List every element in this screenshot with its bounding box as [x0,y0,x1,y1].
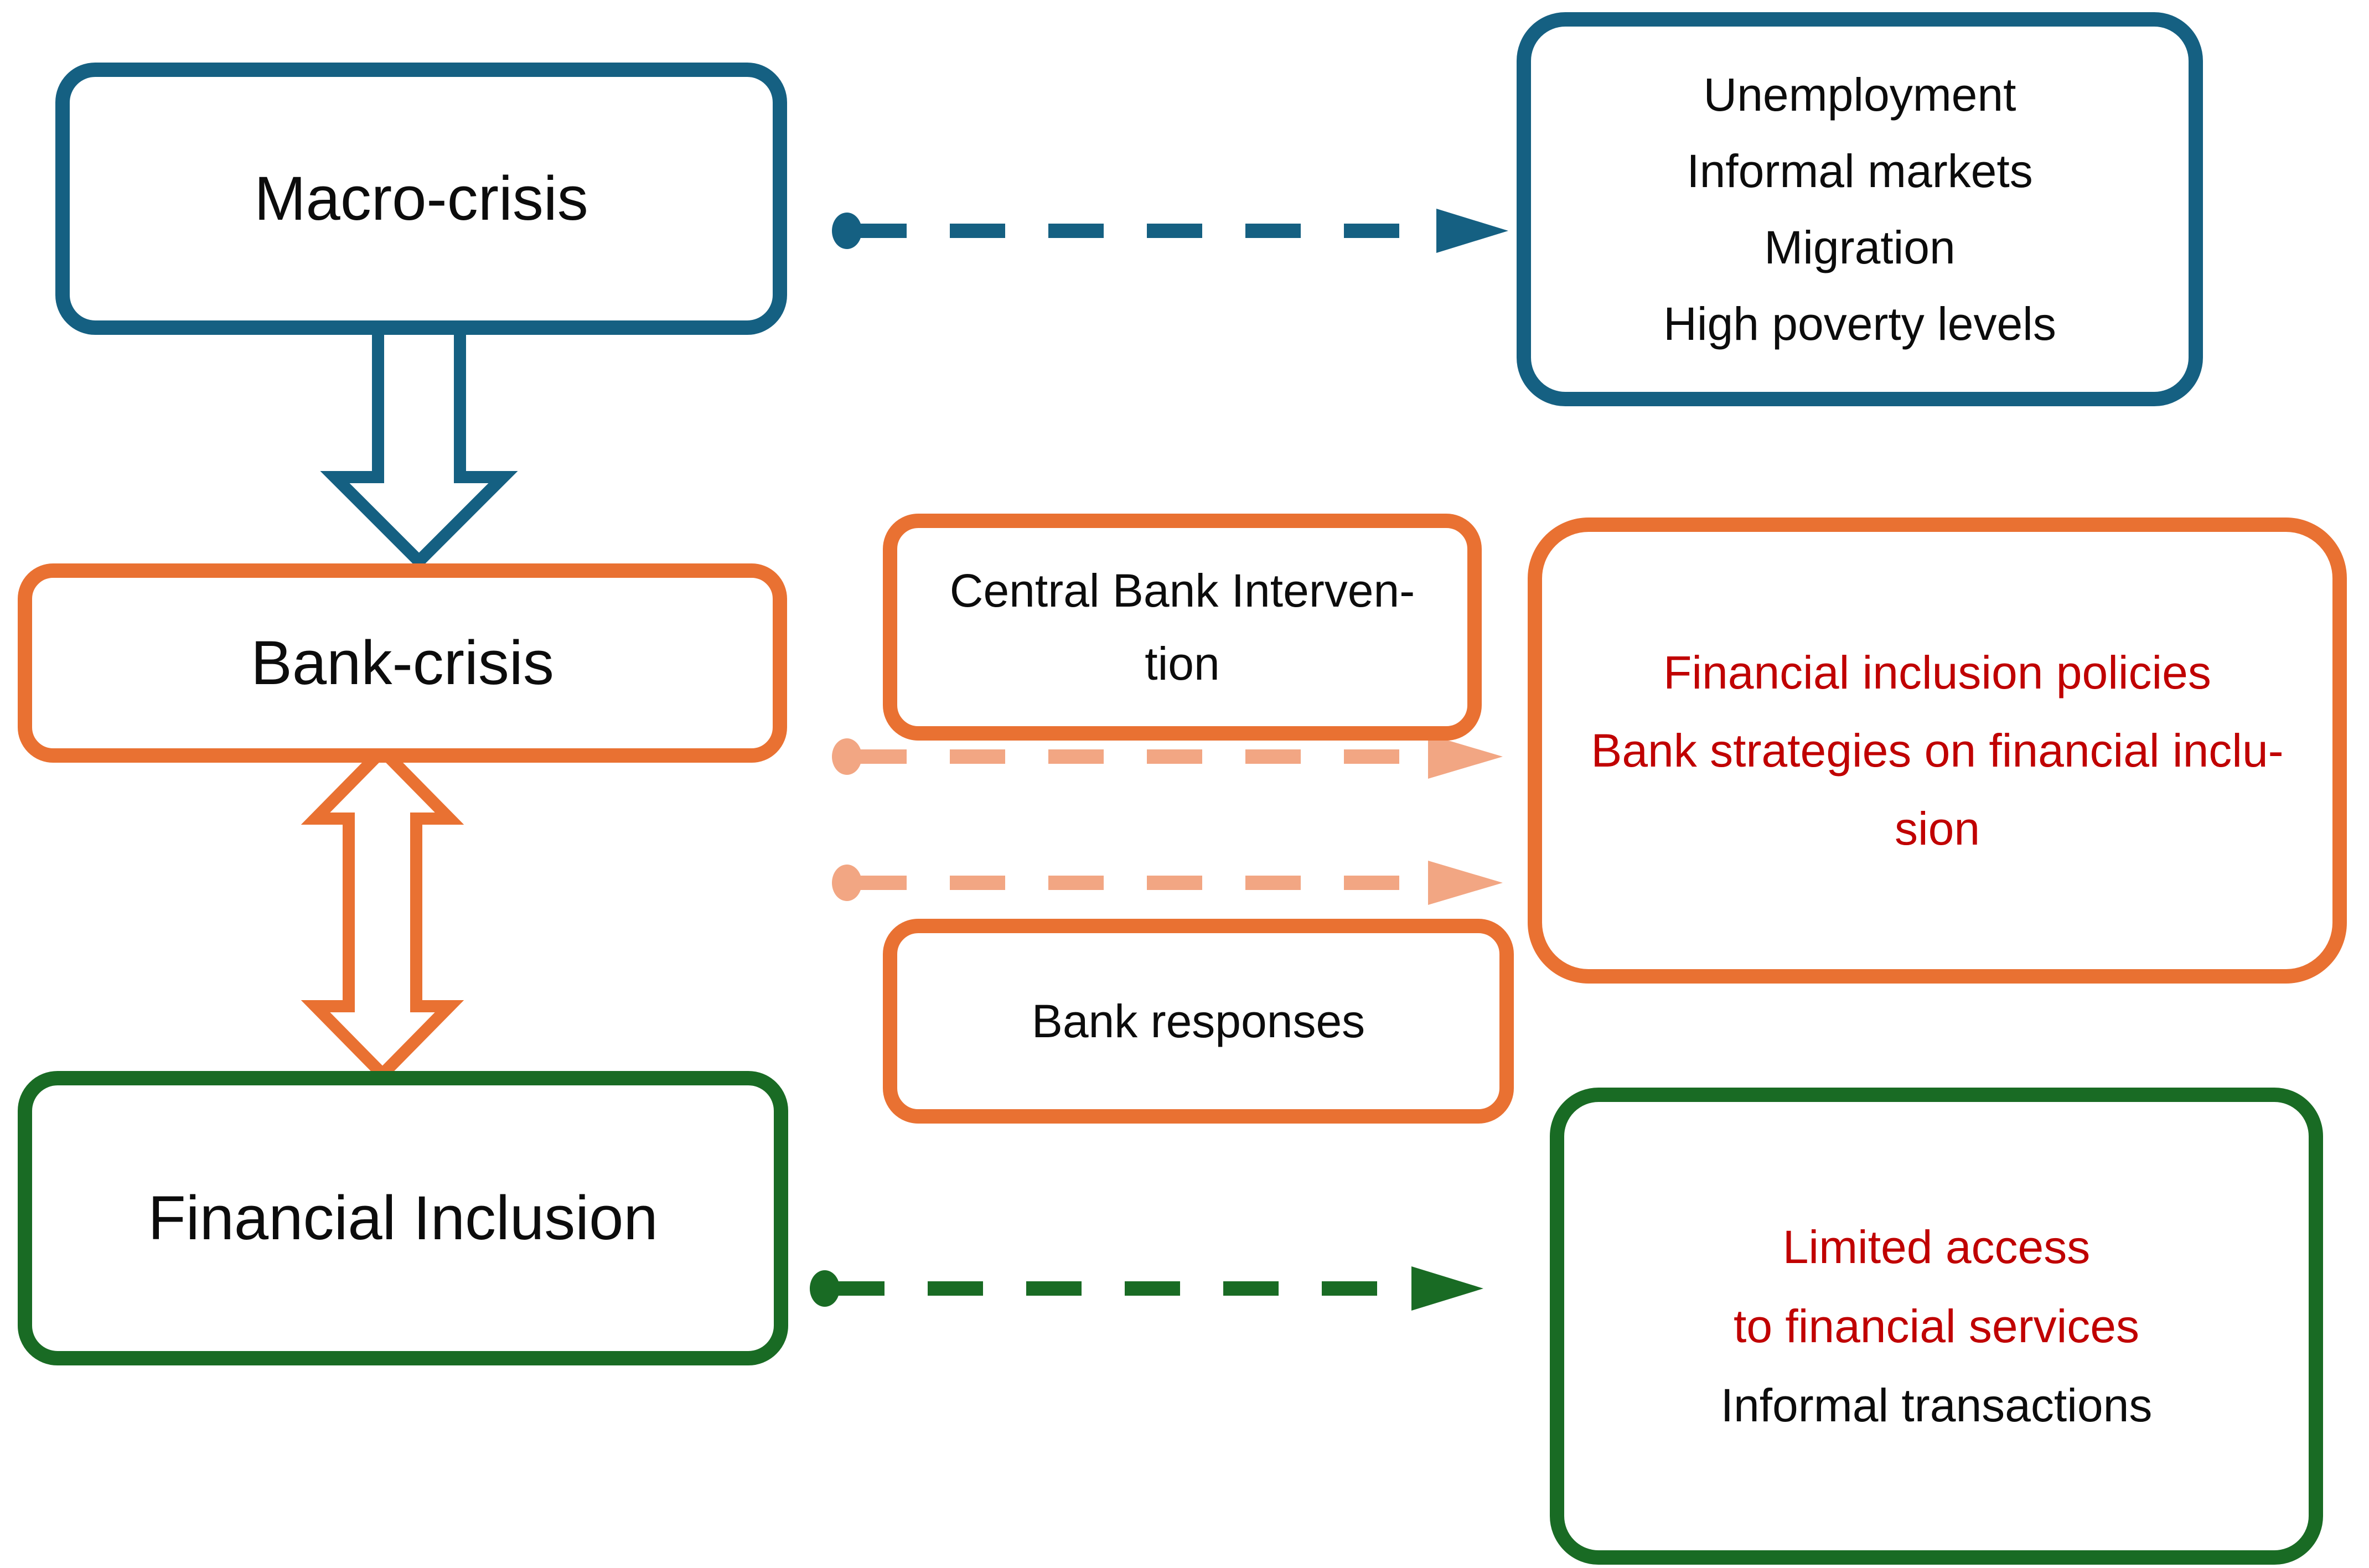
macro-crisis-label: Macro-crisis [254,164,588,233]
bank-responses-label: Bank responses [1031,995,1365,1047]
bank-responses-box: Bank responses [883,919,1514,1124]
cbi-line-1: Central Bank Interven- [949,565,1415,617]
effect-line-informal-markets: Informal markets [1687,145,2033,197]
financial-inclusion-box: Financial Inclusion [18,1071,788,1365]
arrow-start-dot [832,738,862,775]
inclusion-policies-box: Financial inclusion policies Bank strate… [1528,518,2347,984]
responses-to-policies-arrow [832,861,1503,905]
outcome-line-informal-transactions: Informal transactions [1720,1379,2153,1431]
intervention-to-policies-arrow [832,734,1503,779]
inclusion-to-outcomes-arrow [810,1266,1483,1311]
arrowhead [1411,1266,1483,1311]
arrowhead [1428,734,1503,779]
policy-line-3: sion [1894,802,1980,855]
outcome-line-limited-access: Limited access [1782,1220,2091,1273]
macro-to-effects-arrow [832,209,1508,253]
effect-line-migration: Migration [1764,221,1956,273]
bank-crisis-box: Bank-crisis [18,563,787,763]
bank-crisis-label: Bank-crisis [251,628,554,697]
outcome-line-financial-services: to financial services [1733,1300,2139,1352]
arrow-start-dot [810,1270,840,1307]
central-bank-intervention-box: Central Bank Interven- tion [883,514,1482,741]
effect-line-unemployment: Unemployment [1703,69,2016,121]
financial-inclusion-label: Financial Inclusion [148,1183,658,1253]
policy-line-2: Bank strategies on financial inclu- [1591,724,2284,777]
macro-crisis-box: Macro-crisis [55,63,787,335]
arrowhead [1428,861,1503,905]
macro-effects-box: Unemployment Informal markets Migration … [1517,12,2203,406]
block-double-arrow [301,742,464,1083]
cbi-line-2: tion [1145,638,1220,690]
access-outcomes-box: Limited access to financial services Inf… [1550,1088,2323,1565]
macro-to-bank-arrow [320,320,518,570]
arrow-start-dot [832,865,862,901]
arrow-start-dot [832,213,862,249]
effect-line-poverty: High poverty levels [1663,298,2056,350]
policy-line-1: Financial inclusion policies [1663,646,2211,698]
block-down-arrow [320,320,518,570]
bank-inclusion-double-arrow [301,742,464,1083]
arrowhead [1436,209,1508,253]
